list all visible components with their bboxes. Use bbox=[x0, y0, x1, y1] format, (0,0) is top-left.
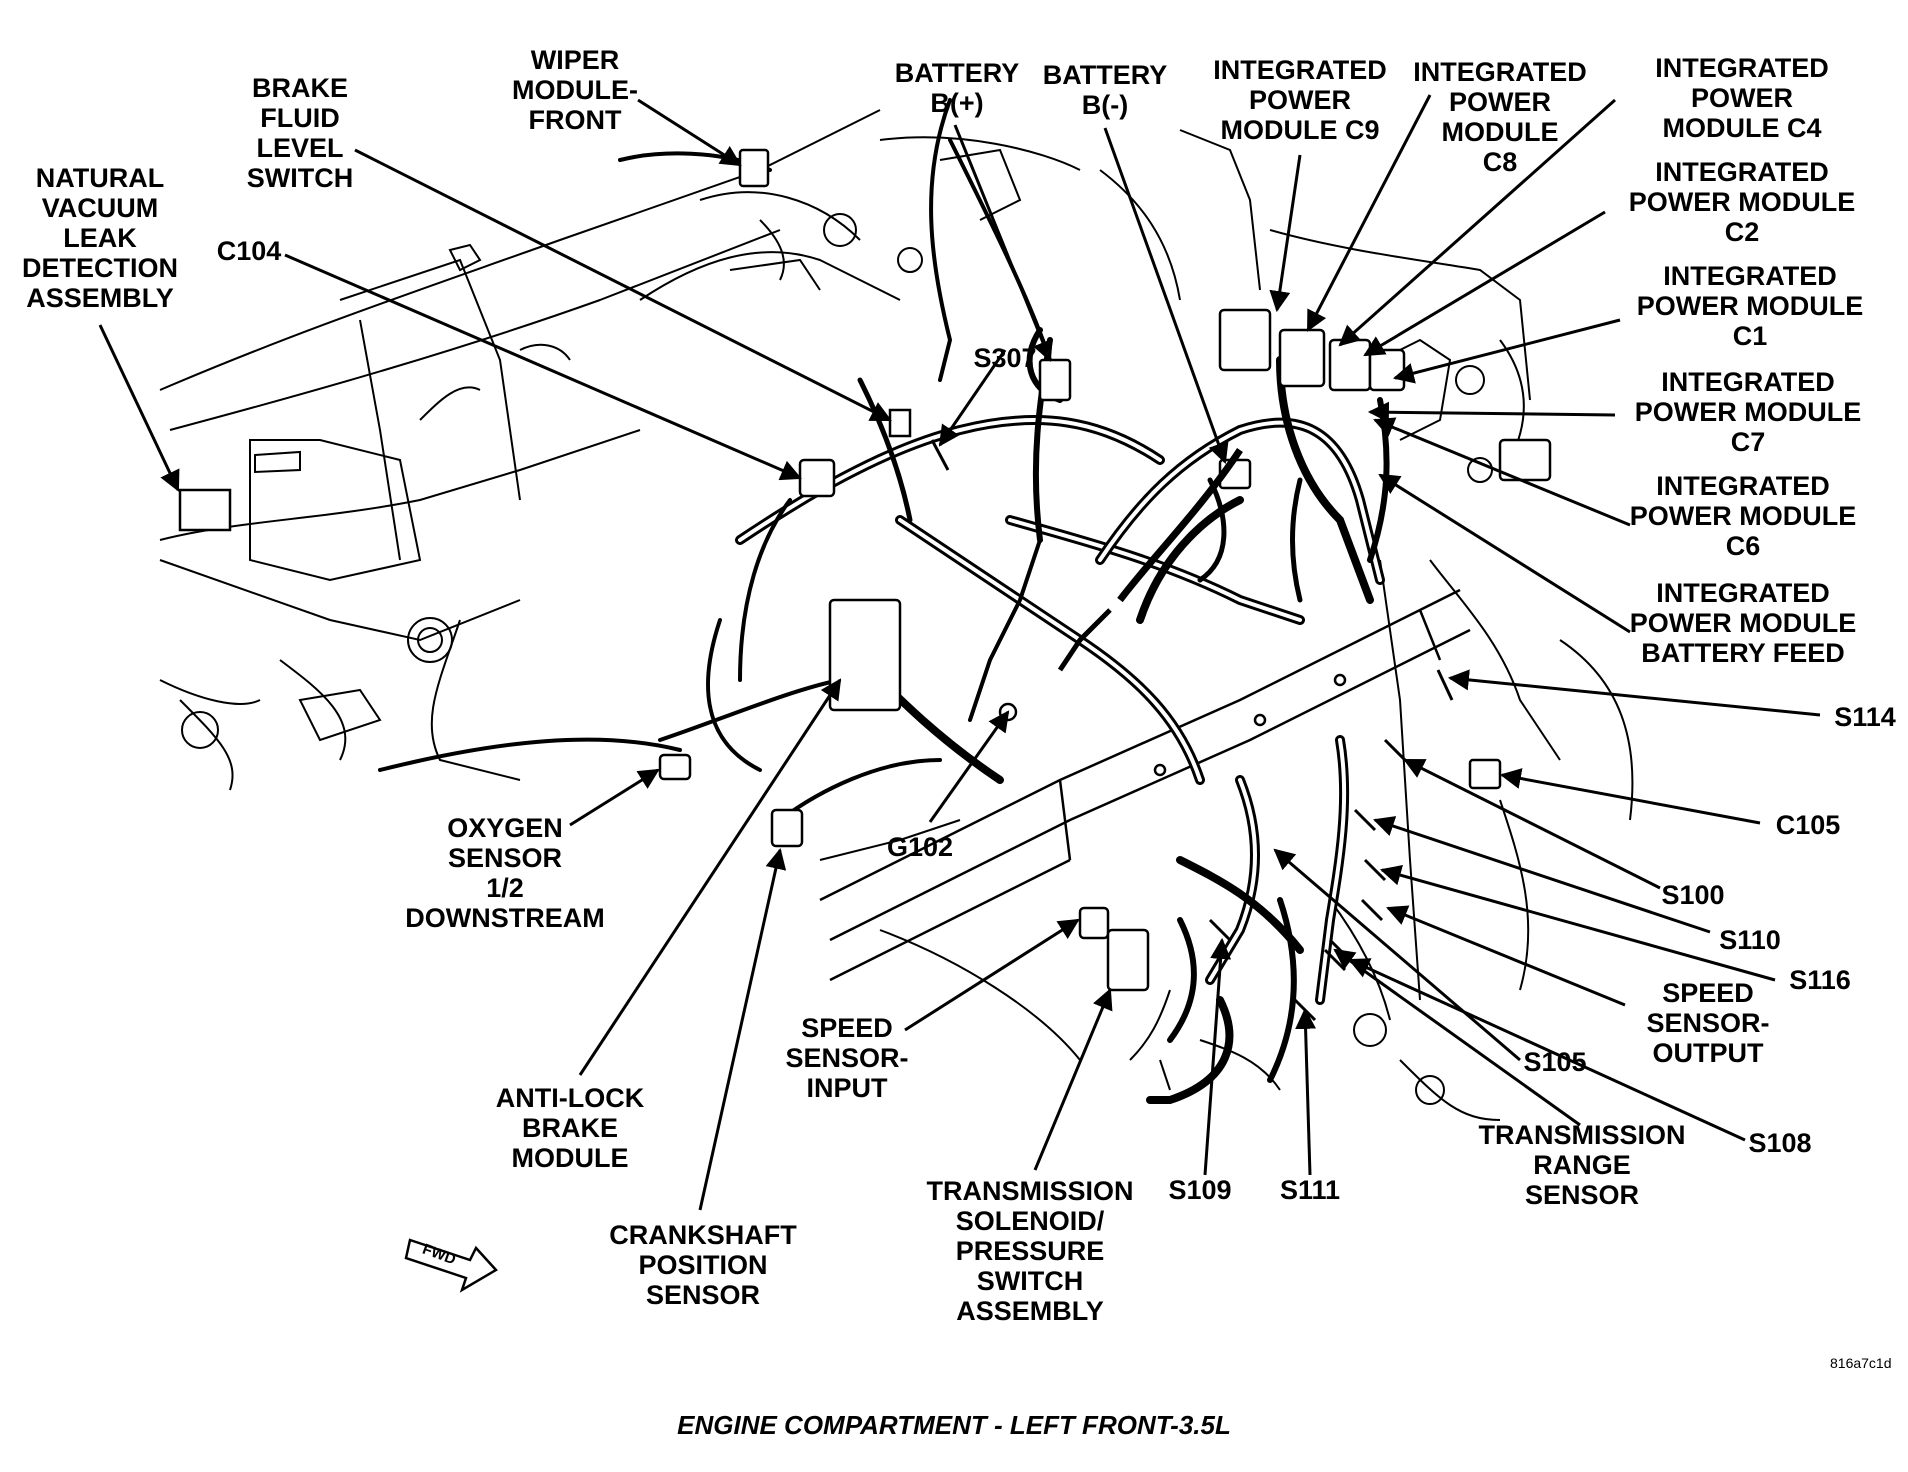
battery-positive-label: BATTERY B(+) bbox=[894, 58, 1020, 118]
crankshaft-sensor-connector bbox=[770, 808, 804, 848]
speed-sensor-output-label: SPEED SENSOR- OUTPUT bbox=[1646, 978, 1770, 1068]
natural-vacuum-leak-label: NATURAL VACUUM LEAK DETECTION ASSEMBLY bbox=[21, 163, 179, 313]
leader-lines bbox=[98, 94, 1821, 1211]
brake-fluid-level-switch-label: BRAKE FLUID LEVEL SWITCH bbox=[246, 73, 354, 193]
diagram-caption: ENGINE COMPARTMENT - LEFT FRONT-3.5L bbox=[677, 1410, 1231, 1440]
components bbox=[178, 148, 1552, 992]
ipm-c9-label: INTEGRATED POWER MODULE C9 bbox=[1213, 55, 1387, 145]
ipm-c4-label: INTEGRATED POWER MODULE C4 bbox=[1655, 53, 1829, 143]
crankshaft-position-sensor-label: CRANKSHAFT POSITION SENSOR bbox=[609, 1220, 797, 1310]
vacuum-leak-detection-assembly bbox=[178, 488, 232, 532]
anti-lock-brake-module bbox=[828, 598, 902, 712]
s110-label: S110 bbox=[1719, 925, 1781, 955]
ipm-c8-label: INTEGRATED POWER MODULE C8 bbox=[1413, 57, 1587, 177]
ipm-battery-feed-label: INTEGRATED POWER MODULE BATTERY FEED bbox=[1629, 578, 1857, 668]
s100-label: S100 bbox=[1661, 880, 1725, 910]
s109-label: S109 bbox=[1168, 1175, 1232, 1205]
anti-lock-brake-module-label: ANTI-LOCK BRAKE MODULE bbox=[495, 1083, 645, 1173]
fwd-arrow bbox=[404, 1238, 498, 1293]
c105-connector bbox=[1468, 758, 1502, 790]
s111-label: S111 bbox=[1279, 1175, 1341, 1205]
c105-label: C105 bbox=[1775, 810, 1841, 840]
c104-label: C104 bbox=[216, 236, 282, 266]
battery-negative-label: BATTERY B(-) bbox=[1042, 60, 1168, 120]
s307-label: S307 bbox=[973, 343, 1037, 373]
s108-label: S108 bbox=[1748, 1128, 1812, 1158]
transmission-solenoid-label: TRANSMISSION SOLENOID/ PRESSURE SWITCH A… bbox=[926, 1176, 1134, 1326]
s114-label: S114 bbox=[1834, 702, 1896, 732]
brake-fluid-switch bbox=[888, 408, 912, 438]
c104-connector bbox=[798, 458, 836, 498]
s105-label: S105 bbox=[1523, 1047, 1587, 1077]
g102-label: G102 bbox=[886, 832, 954, 862]
figure-code: 816a7c1d bbox=[1830, 1355, 1892, 1371]
oxygen-sensor-connector bbox=[658, 753, 692, 781]
frame-rail bbox=[819, 588, 1471, 982]
ipm-body bbox=[1498, 438, 1552, 482]
battery-pos-terminal bbox=[1038, 358, 1072, 402]
wiper-module-front-label: WIPER MODULE- FRONT bbox=[512, 45, 638, 135]
ipm-c7-label: INTEGRATED POWER MODULE C7 bbox=[1634, 367, 1862, 457]
ipm-c2-connector bbox=[1368, 348, 1406, 392]
oxygen-sensor-label: OXYGEN SENSOR 1/2 DOWNSTREAM bbox=[405, 813, 605, 933]
ipm-c6-label: INTEGRATED POWER MODULE C6 bbox=[1629, 471, 1857, 561]
s116-label: S116 bbox=[1789, 965, 1851, 995]
trans-solenoid-connector bbox=[1106, 928, 1150, 992]
ipm-c8-connector bbox=[1278, 328, 1326, 388]
wiper-module-connector bbox=[738, 148, 770, 188]
transmission-range-sensor-label: TRANSMISSION RANGE SENSOR bbox=[1478, 1120, 1686, 1210]
ipm-c1-label: INTEGRATED POWER MODULE C1 bbox=[1636, 261, 1864, 351]
ipm-c2-label: INTEGRATED POWER MODULE C2 bbox=[1628, 157, 1856, 247]
body-outline bbox=[159, 109, 1634, 1121]
ipm-c4-connector bbox=[1328, 338, 1372, 392]
speed-sensor-input-connector bbox=[1078, 906, 1110, 940]
wiring-harness bbox=[378, 98, 1390, 1104]
speed-sensor-input-label: SPEED SENSOR- INPUT bbox=[785, 1013, 909, 1103]
ipm-c9-connector bbox=[1218, 308, 1272, 372]
